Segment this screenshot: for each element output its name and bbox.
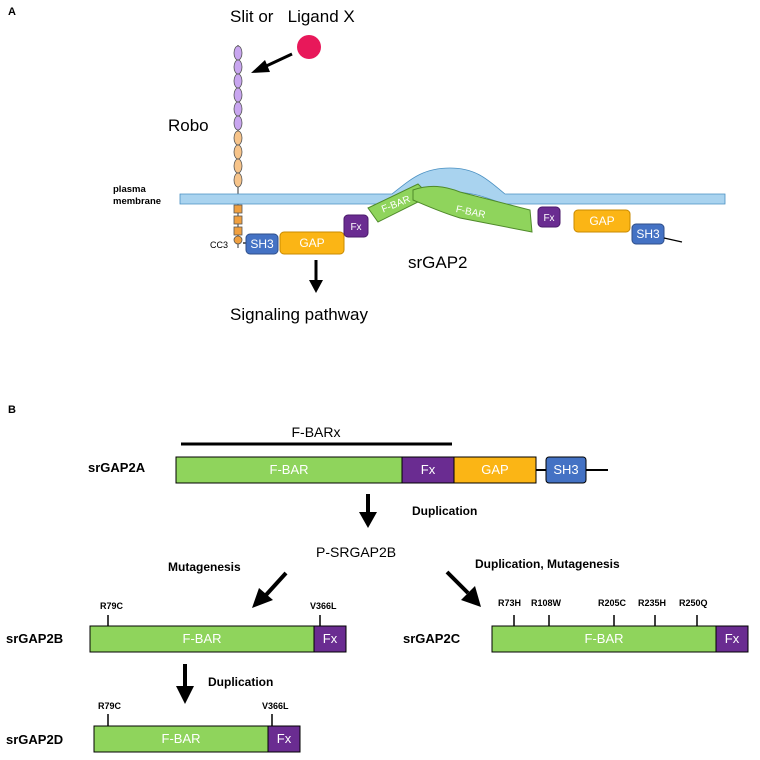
srgap2-right-chain: F-BAR Fx GAP SH3 (412, 185, 683, 245)
right-branch-arrow (445, 570, 481, 607)
srgap2a-construct: srGAP2A F-BAR Fx GAP SH3 (88, 456, 608, 484)
sh3-domain-right (631, 223, 665, 245)
duplication-mutagenesis-label: Duplication, Mutagenesis (475, 557, 620, 571)
srgap2a-sh3-label: SH3 (553, 462, 578, 477)
srgap2d-fbar-domain (93, 725, 269, 753)
sh3-label-right: SH3 (636, 227, 660, 241)
srgap2d-fx-label: Fx (277, 731, 292, 746)
mutagenesis-label: Mutagenesis (168, 560, 241, 574)
left-branch-arrow (252, 571, 288, 608)
srgap2c-fx-label: Fx (725, 631, 740, 646)
srgap2c-mutation-4: R235H (638, 598, 666, 608)
duplication-arrow-2 (176, 664, 194, 704)
srgap2a-fbar-label: F-BAR (270, 462, 309, 477)
gap-domain-right (573, 209, 631, 233)
srgap2-label: srGAP2 (408, 253, 468, 272)
srgap2d-fx-domain (267, 725, 301, 753)
fbar-domain-right (412, 185, 533, 233)
panel-a-letter: A (8, 6, 16, 18)
srgap2c-name: srGAP2C (403, 631, 461, 646)
srgap2c-construct: srGAP2C R73H R108W R205C R235H R250Q F-B… (403, 598, 749, 653)
srgap2a-fbar-domain (175, 456, 403, 484)
srgap2a-gap-label: GAP (481, 462, 508, 477)
cc3-label: CC3 (210, 240, 228, 250)
srgap2a-fx-label: Fx (421, 462, 436, 477)
srgap2b-fbar-label: F-BAR (183, 631, 222, 646)
duplication-arrow-1 (359, 494, 377, 528)
srgap2c-fbar-domain (491, 625, 717, 653)
srgap2d-construct: srGAP2D R79C V366L F-BAR Fx (6, 701, 301, 753)
panel-b-letter: B (8, 404, 16, 416)
srgap2c-fx-domain (715, 625, 749, 653)
robo-receptor (233, 45, 243, 248)
srgap2b-name: srGAP2B (6, 631, 63, 646)
fbarx-label: F-BARx (292, 424, 341, 440)
ligand-arrow (251, 52, 293, 73)
signaling-arrow (309, 260, 323, 293)
sh3-domain-left (245, 233, 279, 255)
srgap2a-fx-domain (401, 456, 455, 484)
duplication-label-2: Duplication (208, 675, 273, 689)
srgap2b-construct: srGAP2B R79C V366L F-BAR Fx (6, 601, 347, 653)
ligand-circle (297, 35, 321, 59)
srgap2a-gap-domain (453, 456, 537, 484)
fx-label-right: Fx (543, 213, 554, 224)
sh3-label-left: SH3 (250, 237, 274, 251)
fx-domain-left (343, 214, 369, 238)
srgap2b-fx-label: Fx (323, 631, 338, 646)
srgap2b-mutation-2: V366L (310, 601, 337, 611)
signaling-pathway-label: Signaling pathway (230, 305, 368, 324)
srgap2c-fbar-label: F-BAR (585, 631, 624, 646)
p-srgap2b-label: P-SRGAP2B (316, 544, 396, 560)
ligand-label: Slit or Ligand X (230, 7, 355, 26)
srgap2c-mutation-5: R250Q (679, 598, 708, 608)
membrane-label-line2: membrane (113, 196, 161, 207)
srgap2d-fbar-label: F-BAR (162, 731, 201, 746)
fx-label-left: Fx (350, 222, 361, 233)
robo-label: Robo (168, 116, 209, 135)
srgap2d-mutation-2: V366L (262, 701, 289, 711)
duplication-label-1: Duplication (412, 504, 477, 518)
srgap2d-mutation-1: R79C (98, 701, 122, 711)
srgap2c-mutation-2: R108W (531, 598, 562, 608)
gap-label-left: GAP (299, 236, 324, 250)
srgap2a-name: srGAP2A (88, 460, 146, 475)
membrane-label-line1: plasma (113, 184, 146, 195)
srgap2b-mutation-1: R79C (100, 601, 124, 611)
srgap2c-mutation-3: R205C (598, 598, 627, 608)
gap-domain-left (279, 231, 345, 255)
srgap2b-fbar-domain (89, 625, 315, 653)
srgap2d-name: srGAP2D (6, 732, 63, 747)
gap-label-right: GAP (589, 214, 614, 228)
fx-domain-right (537, 206, 561, 228)
srgap2c-mutation-1: R73H (498, 598, 521, 608)
srgap2b-fx-domain (313, 625, 347, 653)
